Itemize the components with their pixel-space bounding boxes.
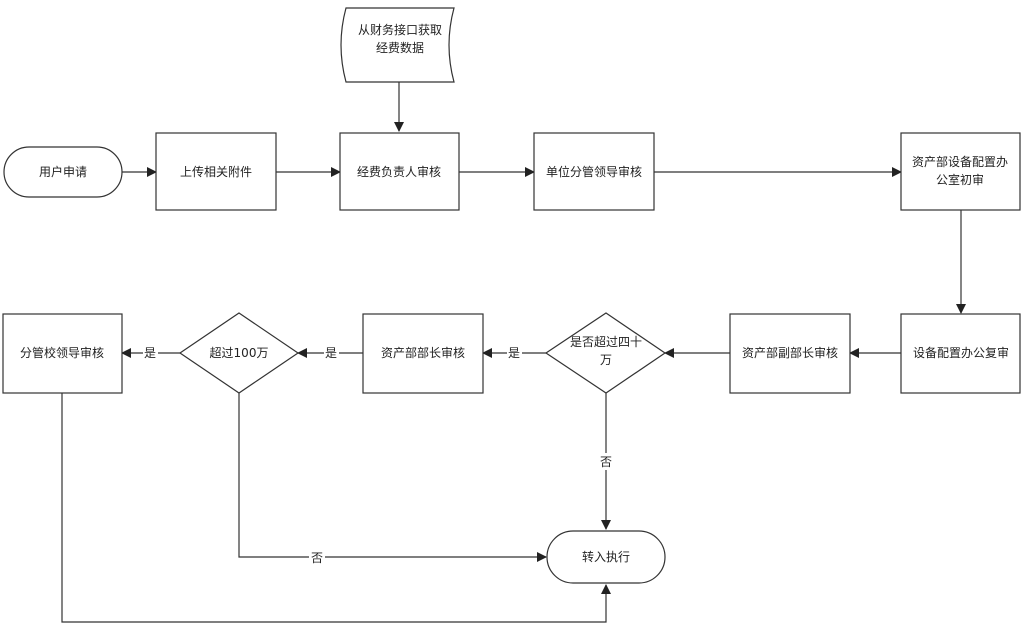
label-bg (598, 453, 614, 470)
edge-label-over40-yes: 是 (508, 346, 520, 360)
node-asset-recheck-label: 设备配置办公复审 (913, 345, 1009, 360)
edge-label-director-yes: 是 (325, 346, 337, 360)
label-bg (507, 344, 522, 361)
node-school-leader-review: 分管校领导审核 (2, 313, 123, 394)
node-asset-recheck: 设备配置办公复审 (900, 313, 1021, 394)
node-asset-initial-line-1: 资产部设备配置办 (912, 154, 1008, 169)
decision-over-40w-line-1: 是否超过四十 (570, 334, 642, 349)
node-user-apply-label: 用户申请 (39, 164, 87, 179)
node-fund-owner-review: 经费负责人审核 (339, 132, 460, 211)
node-vice-director-label: 资产部副部长审核 (742, 345, 838, 360)
node-upload-attachments: 上传相关附件 (155, 132, 277, 211)
node-data-source-line-2: 经费数据 (376, 40, 424, 55)
edge-label-over100-yes: 是 (144, 346, 156, 360)
node-execute: 转入执行 (546, 530, 666, 584)
edges (61, 82, 966, 623)
node-unit-leader-review: 单位分管领导审核 (533, 132, 655, 211)
label-bg (324, 344, 339, 361)
node-asset-initial-review: 资产部设备配置办 公室初审 (900, 132, 1021, 211)
node-execute-label: 转入执行 (582, 549, 630, 564)
nodes: 从财务接口获取 经费数据 用户申请 上传相关附件 经费负责人审核 单位分管领导审… (2, 7, 1021, 584)
node-asset-initial-line-2: 公室初审 (936, 172, 984, 187)
node-data-source: 从财务接口获取 经费数据 (340, 7, 455, 83)
node-vice-director-review: 资产部副部长审核 (729, 313, 851, 394)
node-upload-label: 上传相关附件 (180, 164, 252, 179)
decision-over-40w: 是否超过四十 万 (544, 312, 667, 394)
node-data-source-line-1: 从财务接口获取 (358, 22, 442, 37)
edge-label-over40-no: 否 (600, 455, 612, 469)
node-director-label: 资产部部长审核 (381, 345, 465, 360)
label-bg (309, 549, 325, 566)
decision-over-100w: 超过100万 (178, 312, 300, 394)
edge-label-over100-no: 否 (311, 551, 323, 565)
node-fund-review-label: 经费负责人审核 (357, 164, 441, 179)
node-unit-review-label: 单位分管领导审核 (546, 164, 642, 179)
decision-over-100w-label: 超过100万 (210, 345, 269, 360)
node-user-apply: 用户申请 (3, 146, 123, 198)
edge-over100-to-execute (238, 393, 547, 562)
node-school-leader-label: 分管校领导审核 (20, 345, 104, 360)
decision-over-40w-line-2: 万 (600, 353, 612, 367)
edge-leader-to-execute (61, 393, 611, 623)
edge-labels: 是 是 是 否 否 (143, 344, 614, 566)
node-director-review: 资产部部长审核 (362, 313, 484, 394)
label-bg (143, 344, 158, 361)
